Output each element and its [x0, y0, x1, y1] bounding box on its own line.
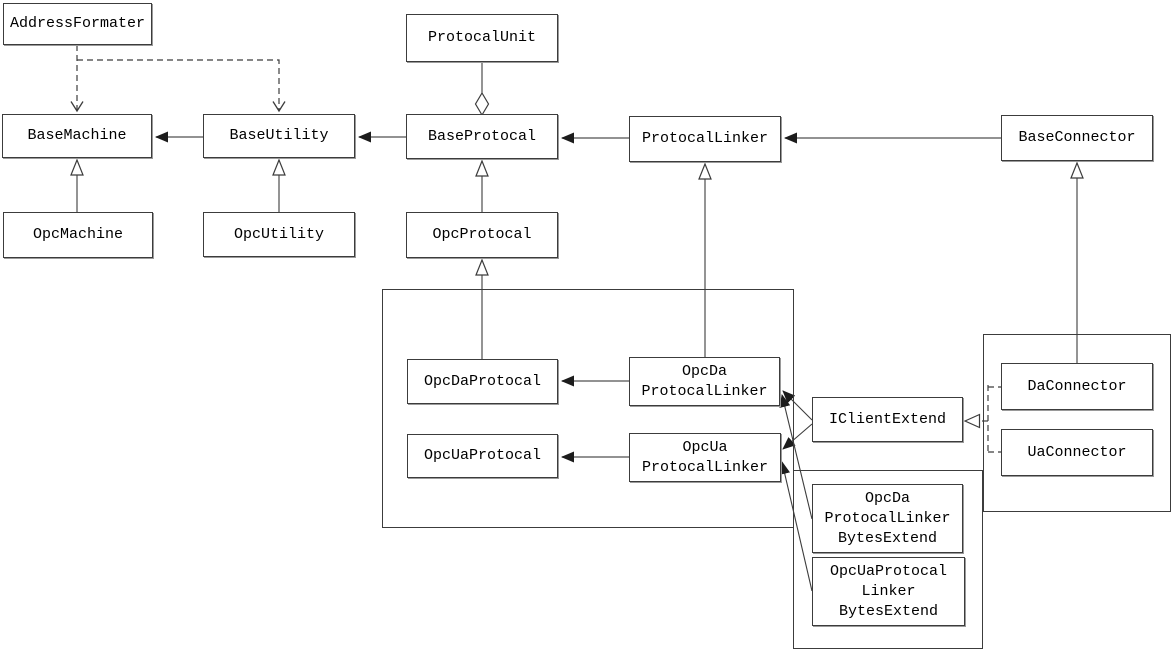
class-box-opcua-protocal-linker-bytesextend[interactable]: OpcUaProtocal Linker BytesExtend	[812, 557, 965, 626]
class-box-baseutility[interactable]: BaseUtility	[203, 114, 355, 158]
class-box-protocalunit[interactable]: ProtocalUnit	[406, 14, 558, 62]
class-box-opcda-protocallinker-bytesextend[interactable]: OpcDa ProtocalLinker BytesExtend	[812, 484, 963, 553]
class-box-opcprotocal[interactable]: OpcProtocal	[406, 212, 558, 258]
aggregation-diamond-icon	[474, 91, 490, 117]
realization-triangle-icon	[963, 413, 981, 429]
edge-opcdabytesextend-to-opcdalinker	[779, 394, 813, 520]
class-box-protocallinker[interactable]: ProtocalLinker	[629, 116, 781, 162]
class-box-baseconnector[interactable]: BaseConnector	[1001, 115, 1153, 161]
edge-addressformater-dep-baseutility	[77, 59, 286, 113]
class-box-iclientextend[interactable]: IClientExtend	[812, 397, 963, 442]
class-box-addressformater[interactable]: AddressFormater	[3, 3, 152, 45]
class-box-opcdaprotocal[interactable]: OpcDaProtocal	[407, 359, 558, 404]
edge-opcuabytesextend-to-opcualinker	[779, 461, 813, 592]
class-box-daconnector[interactable]: DaConnector	[1001, 363, 1153, 410]
class-box-opcutility[interactable]: OpcUtility	[203, 212, 355, 257]
class-box-opcuaprotocal[interactable]: OpcUaProtocal	[407, 434, 558, 478]
container-bytes-extend-group	[793, 470, 983, 649]
class-box-opcua-protocallinker[interactable]: OpcUa ProtocalLinker	[629, 433, 781, 482]
class-box-uaconnector[interactable]: UaConnector	[1001, 429, 1153, 476]
container-opc-protocal-linker-group	[382, 289, 794, 528]
edge-iclientextend-to-opcualinker	[782, 423, 813, 450]
class-box-baseprotocal[interactable]: BaseProtocal	[406, 114, 558, 159]
class-box-opcda-protocallinker[interactable]: OpcDa ProtocalLinker	[629, 357, 780, 406]
container-connector-group	[983, 334, 1171, 512]
class-box-basemachine[interactable]: BaseMachine	[2, 114, 152, 158]
class-box-opcmachine[interactable]: OpcMachine	[3, 212, 153, 258]
